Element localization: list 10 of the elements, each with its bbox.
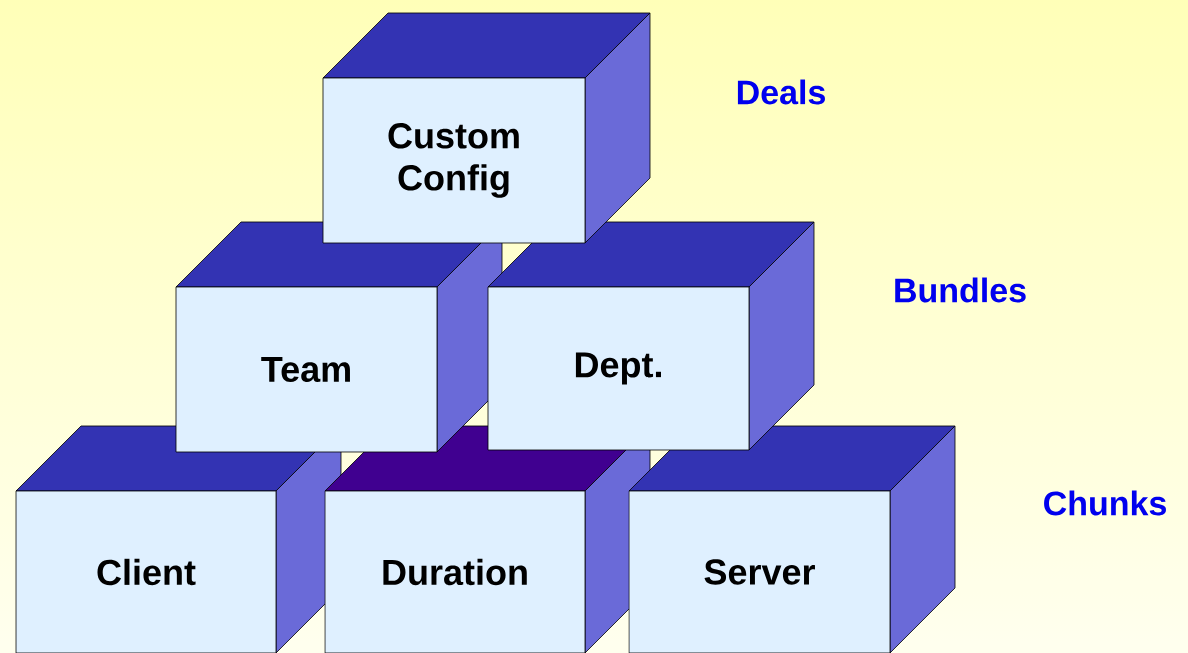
level-label: Deals	[737, 79, 825, 105]
cube: Dept.	[487, 221, 815, 451]
cube: Custom Config	[322, 12, 651, 244]
cube: Client	[15, 425, 342, 653]
level-label: Bundles	[895, 277, 1026, 303]
node-label: Client	[97, 558, 196, 586]
cube: Server	[628, 425, 956, 653]
cube: Team	[175, 221, 503, 453]
node-label: Duration	[383, 558, 527, 586]
level-label: Chunks	[1044, 490, 1166, 516]
